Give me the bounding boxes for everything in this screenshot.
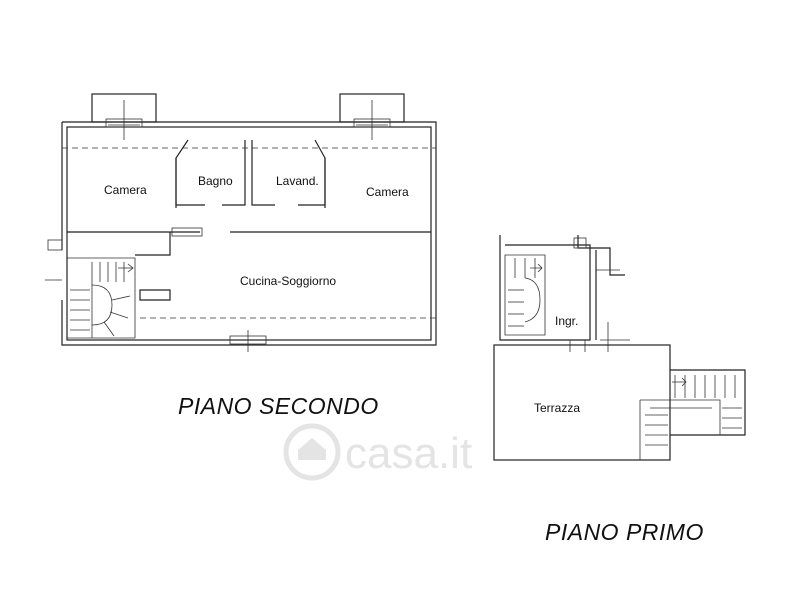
room-label-bagno: Bagno <box>198 174 233 188</box>
floor-title-piano-primo: PIANO PRIMO <box>545 519 704 545</box>
house-logo-icon <box>283 423 341 481</box>
outer-wall <box>61 121 437 346</box>
room-label-camera-right: Camera <box>366 185 409 199</box>
plan-piano-primo: Ingr. Terrazza PIANO PRIMO <box>493 235 746 545</box>
staircase-primo <box>504 254 546 336</box>
room-label-terrazza: Terrazza <box>534 401 580 415</box>
plan-piano-secondo: Camera Bagno Lavand. Camera Cucina-Soggi… <box>45 93 437 419</box>
room-label-lavanderia: Lavand. <box>276 174 319 188</box>
floor-title-piano-secondo: PIANO SECONDO <box>178 393 379 419</box>
watermark-text: casa.it <box>345 429 472 478</box>
staircase-terrazza <box>645 375 742 446</box>
room-label-cucina-soggiorno: Cucina-Soggiorno <box>240 274 336 288</box>
terrazza-outline <box>493 344 671 461</box>
room-label-camera-left: Camera <box>104 183 147 197</box>
room-label-ingresso: Ingr. <box>555 314 578 328</box>
staircase-secondo <box>45 257 136 339</box>
watermark: casa.it <box>283 423 472 481</box>
